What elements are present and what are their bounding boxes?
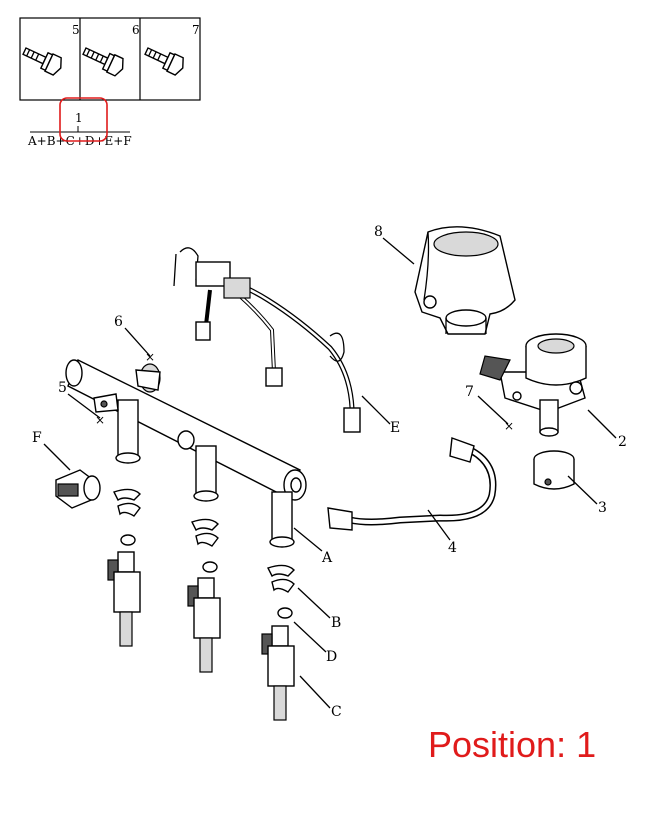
callout-label-F: F [32,430,42,446]
position-label: Position: 1 [428,724,597,765]
legend-cell-number-7: 7 [192,23,200,37]
o-ring-part-D [202,561,218,573]
legend-box: 5 6 7 1 A+B+C+D+E+F [19,17,201,148]
callout-label-D: D [326,649,337,665]
pressure-sensor-part-F [55,469,101,509]
callout-label-E: E [390,420,400,436]
svg-text:×: × [95,413,105,427]
o-ring-part-D [120,534,136,546]
callout-label-8: 8 [374,224,383,240]
fuel-line-part-4 [327,437,497,531]
bolt-icon [144,47,184,76]
callout-label-2: 2 [618,434,627,450]
callout-label-6: 6 [114,314,123,330]
fuel-rail-part-A [65,359,307,548]
callout-label-A: A [321,550,333,566]
callout-label-B: B [331,615,341,631]
wiring-harness-part-E [173,247,361,433]
bolt-icon [22,47,62,76]
fuel-injector-part-C [261,625,295,721]
callout-label-4: 4 [448,540,457,556]
svg-text:×: × [145,350,155,364]
fuel-pump-part-2 [479,333,587,437]
leader-lines: × × × [43,237,617,709]
retaining-clip-part-B [267,564,295,593]
o-ring-part-D [277,607,293,619]
bolt-icon [82,47,124,77]
fuel-injector-part-C [107,551,141,647]
fuel-injector-part-C [187,577,221,673]
sleeve-part-3 [533,450,575,490]
svg-text:×: × [504,419,514,433]
callout-label-7: 7 [465,384,474,400]
legend-cell-number-5: 5 [72,23,80,37]
assembly-number: 1 [75,111,83,125]
legend-cell-number-6: 6 [132,23,140,37]
retaining-clip-part-B [191,518,219,547]
callout-label-C: C [331,704,342,720]
retaining-clip-part-B [113,488,141,517]
position-highlight-box [59,97,108,142]
callout-label-5: 5 [58,380,67,396]
callout-label-3: 3 [598,500,607,516]
engine-cover-part-8 [414,226,516,335]
